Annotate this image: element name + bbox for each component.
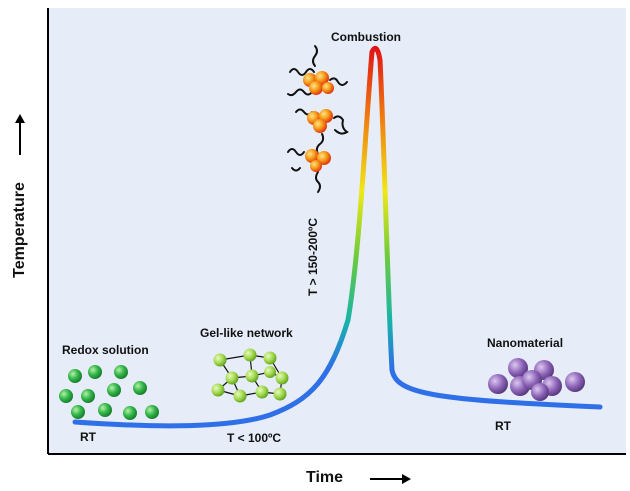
redox-solution-label: Redox solution xyxy=(62,343,149,357)
gel-network-icon xyxy=(211,348,289,403)
temperature-curve xyxy=(72,45,603,429)
t-high-label: T > 150-200ºC xyxy=(306,217,321,297)
gel-network-label: Gel-like network xyxy=(200,326,293,340)
nanoparticle-cluster-icon xyxy=(488,358,585,401)
combustion-label: Combustion xyxy=(331,30,401,44)
y-axis-label: Temperature xyxy=(10,182,28,278)
x-axis-arrow-icon xyxy=(370,474,411,484)
rt-right-label: RT xyxy=(495,419,511,433)
t-low-label: T < 100ºC xyxy=(227,431,282,445)
x-axis-label: Time xyxy=(306,469,344,486)
burning-particles-icon xyxy=(287,45,349,193)
y-axis-arrow-icon xyxy=(15,114,25,155)
green-spheres-icon xyxy=(59,365,159,420)
rt-left-label: RT xyxy=(80,430,96,444)
nanomaterial-label: Nanomaterial xyxy=(487,336,564,350)
